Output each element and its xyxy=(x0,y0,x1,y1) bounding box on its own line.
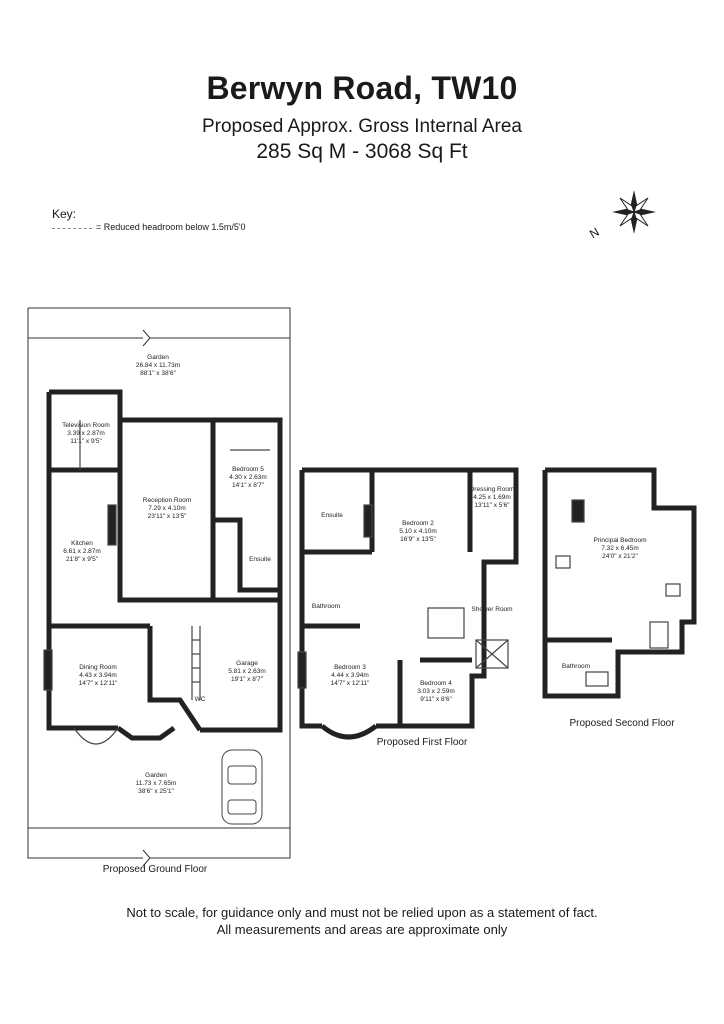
room-bedroom-5: Bedroom 5 4.30 x 2.63m 14'1" x 8'7" xyxy=(229,466,267,489)
caption-first-floor: Proposed First Floor xyxy=(376,737,468,748)
rear-garden-outline xyxy=(27,307,291,740)
ground-floor-walls xyxy=(46,389,283,741)
front-garden-outline xyxy=(27,740,291,867)
caption-ground-floor: Proposed Ground Floor xyxy=(102,864,208,875)
room-shower: Shower Room xyxy=(471,606,513,613)
disclaimer-line-1: Not to scale, for guidance only and must… xyxy=(126,905,598,920)
caption-second-floor: Proposed Second Floor xyxy=(569,718,675,729)
room-wc: WC xyxy=(194,696,206,703)
first-floor-walls xyxy=(299,467,519,740)
room-garden-front: Garden 11.73 x 7.65m 38'6" x 25'1" xyxy=(135,772,177,795)
key-title: Key: xyxy=(52,207,77,221)
room-ensuite-ground: Ensuite xyxy=(249,556,271,563)
room-bedroom-3: Bedroom 3 4.44 x 3.94m 14'7" x 12'11" xyxy=(330,664,370,687)
room-dining: Dining Room 4.43 x 3.94m 14'7" x 12'11" xyxy=(78,664,118,687)
second-floor-walls xyxy=(542,467,697,699)
room-garden-rear: Garden 26.84 x 11.73m 88'1" x 38'6" xyxy=(135,354,181,377)
total-area: 285 Sq M - 3068 Sq Ft xyxy=(256,140,468,163)
reduced-headroom-line xyxy=(52,228,92,229)
car-drawing xyxy=(221,749,263,825)
room-bedroom-4: Bedroom 4 3.03 x 2.59m 9'11" x 8'6" xyxy=(417,680,455,703)
room-garage: Garage 5.81 x 2.63m 19'1" x 8'7" xyxy=(228,660,266,683)
key-reduced-headroom: = Reduced headroom below 1.5m/5'0 xyxy=(96,222,246,232)
disclaimer-line-2: All measurements and areas are approxima… xyxy=(216,922,508,937)
room-principal-bedroom: Principal Bedroom 7.32 x 6.45m 24'0" x 2… xyxy=(593,537,647,560)
compass-rose-icon xyxy=(612,190,656,234)
room-bedroom-2: Bedroom 2 5.10 x 4.10m 16'9" x 13'5" xyxy=(399,520,437,543)
area-subtitle: Proposed Approx. Gross Internal Area xyxy=(201,116,522,137)
room-bathroom-second: Bathroom xyxy=(561,663,591,670)
room-kitchen: Kitchen 6.61 x 2.87m 21'8" x 9'5" xyxy=(63,540,101,563)
room-dressing: Dressing Room 4.25 x 1.69m 13'11" x 5'6" xyxy=(469,486,515,509)
room-television: Television Room 3.39 x 2.87m 11'1" x 9'5… xyxy=(62,422,110,445)
room-reception: Reception Room 7.29 x 4.10m 23'11" x 13'… xyxy=(142,497,192,520)
disclaimer: Not to scale, for guidance only and must… xyxy=(0,904,724,938)
room-bathroom-first: Bathroom xyxy=(311,603,341,610)
room-ensuite-first: Ensuite xyxy=(321,512,343,519)
page-title: Berwyn Road, TW10 xyxy=(206,70,518,106)
